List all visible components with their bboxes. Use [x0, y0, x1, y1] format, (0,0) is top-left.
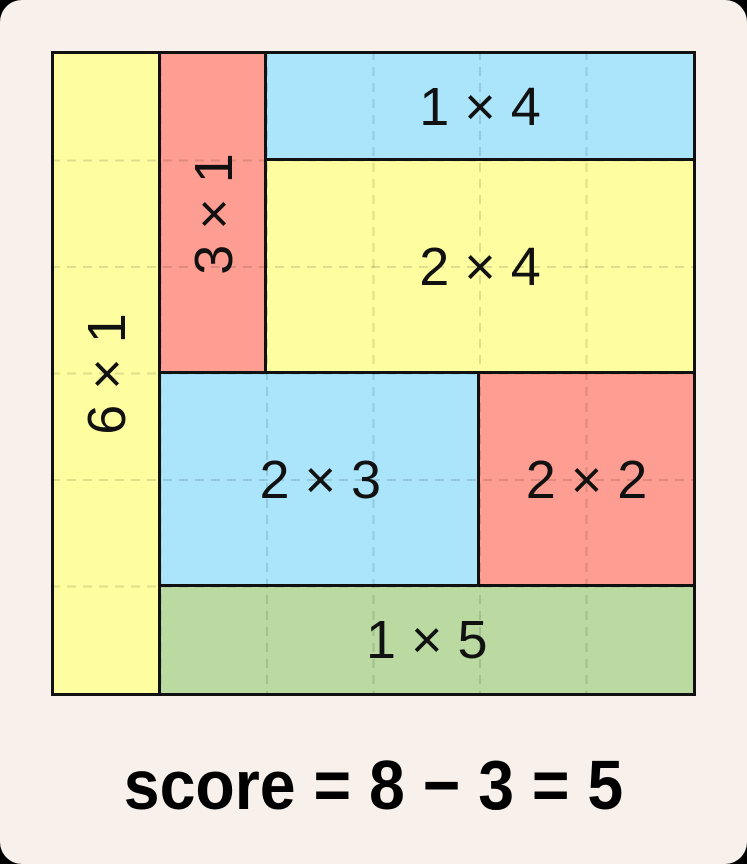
- piece-2x2[interactable]: 2 × 2: [477, 370, 696, 590]
- piece-label: 2 × 2: [525, 450, 648, 510]
- piece-1x5[interactable]: 1 × 5: [157, 583, 696, 696]
- piece-3x1[interactable]: 3 × 1: [157, 51, 270, 377]
- piece-2x3[interactable]: 2 × 3: [157, 370, 483, 590]
- piece-label: 6 × 1: [77, 312, 138, 435]
- grid-board: 6 × 1 3 × 1 1 × 4 2 × 4 2 × 3 2 × 2 1 × …: [51, 51, 696, 696]
- score-text: score = 8 − 3 = 5: [123, 746, 624, 824]
- piece-label: 2 × 3: [259, 450, 382, 510]
- piece-2x4[interactable]: 2 × 4: [264, 157, 696, 377]
- piece-label: 1 × 5: [365, 609, 488, 670]
- piece-1x4[interactable]: 1 × 4: [264, 51, 696, 164]
- piece-label: 1 × 4: [419, 77, 541, 138]
- piece-label: 3 × 1: [183, 152, 244, 275]
- piece-label: 2 × 4: [419, 237, 541, 297]
- piece-6x1[interactable]: 6 × 1: [51, 51, 164, 696]
